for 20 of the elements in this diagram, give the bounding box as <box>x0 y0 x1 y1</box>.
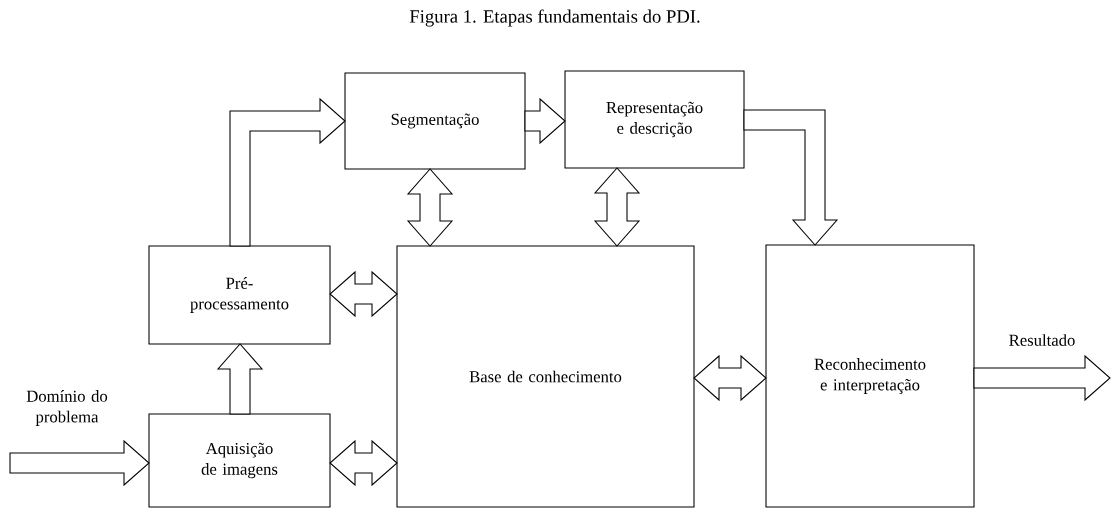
process-box: Segmentação <box>344 72 526 170</box>
process-box: Pré-processamento <box>148 245 331 345</box>
title: Figura 1. Etapas fundamentais do PDI. <box>409 9 700 27</box>
process-box: Reconhecimento e interpretação <box>765 244 975 508</box>
block-arrow <box>406 168 454 247</box>
block-arrow <box>693 354 767 402</box>
process-box: Aquisição de imagens <box>148 413 331 508</box>
edge-label: Domínio do problema <box>26 390 108 426</box>
edge-label: Resultado <box>1009 334 1075 346</box>
block-arrow <box>973 354 1111 402</box>
block-arrow <box>329 270 398 318</box>
process-box: Base de conhecimento <box>396 245 695 508</box>
block-arrow <box>329 439 398 487</box>
block-arrow <box>743 109 839 246</box>
block-arrow <box>216 343 264 415</box>
block-arrow <box>524 97 566 145</box>
block-arrow <box>593 167 641 247</box>
process-box: Representação e descrição <box>564 70 745 169</box>
block-arrow <box>9 439 150 487</box>
block-arrow <box>229 97 346 247</box>
